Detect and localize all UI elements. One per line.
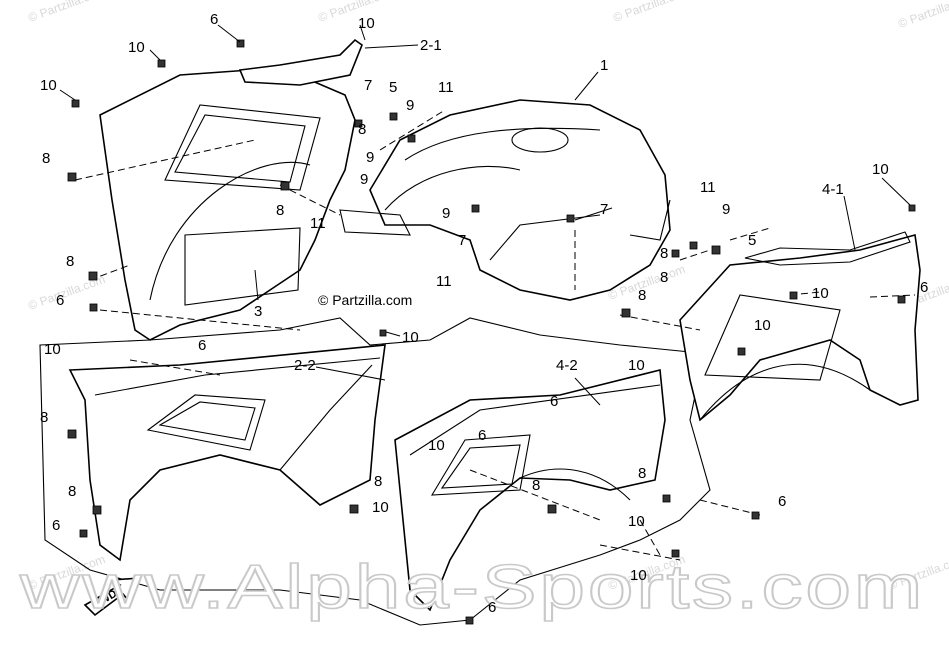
- callout-11: 11: [310, 215, 326, 232]
- callout-8: 8: [374, 473, 382, 490]
- callout-6: 6: [488, 599, 496, 616]
- callout-8: 8: [276, 202, 284, 219]
- callout-8: 8: [68, 483, 76, 500]
- assembly-dashed-lines: [74, 109, 916, 561]
- callout-2-1: 2-1: [420, 37, 442, 54]
- callout-6: 6: [478, 427, 486, 444]
- callout-8: 8: [660, 245, 668, 262]
- callout-8: 8: [532, 477, 540, 494]
- callout-6: 6: [52, 517, 60, 534]
- callout-10: 10: [872, 161, 889, 178]
- part-4-1-right-front-fender: [679, 231, 921, 422]
- callout-1: 1: [600, 57, 608, 74]
- callout-7: 7: [458, 232, 466, 249]
- callout-11: 11: [436, 273, 452, 290]
- callout-10: 10: [754, 317, 771, 334]
- part-1-center-cover: [339, 99, 671, 301]
- callout-11: 11: [700, 179, 716, 196]
- callout-7: 7: [364, 77, 372, 94]
- callout-6: 6: [778, 493, 786, 510]
- callout-8: 8: [358, 121, 366, 138]
- watermark-tile: © Partzilla.com: [316, 0, 397, 25]
- callout-labels: 6 10 2-1 10 10 1 7 5 11 9 8 9 9 8 8 11 3…: [40, 11, 928, 616]
- hardware-fasteners: [67, 39, 916, 625]
- callout-10: 10: [812, 285, 829, 302]
- part-2-2-left-footwell: [68, 344, 386, 562]
- callout-6: 6: [198, 337, 206, 354]
- callout-8: 8: [660, 269, 668, 286]
- callout-9: 9: [366, 149, 374, 166]
- callout-8: 8: [638, 465, 646, 482]
- callout-5: 5: [748, 232, 756, 249]
- callout-10: 10: [128, 39, 145, 56]
- callout-3: 3: [254, 303, 262, 320]
- footer-watermark: www.Alpha-Sports.com: [19, 553, 925, 622]
- watermark-tile: © Partzilla.com: [26, 0, 107, 25]
- callout-10: 10: [628, 513, 645, 530]
- callout-10: 10: [630, 567, 647, 584]
- callout-7: 7: [600, 201, 608, 218]
- callout-9: 9: [406, 97, 414, 114]
- callout-6: 6: [56, 292, 64, 309]
- callout-2-2: 2-2: [294, 357, 316, 374]
- part-2-1-left-front-fender: [99, 38, 363, 341]
- callout-4-2: 4-2: [556, 357, 578, 374]
- part-4-2-right-footwell: [394, 368, 666, 612]
- callout-5: 5: [389, 79, 397, 96]
- callout-6: 6: [550, 393, 558, 410]
- callout-8: 8: [40, 409, 48, 426]
- callout-4-1: 4-1: [822, 181, 844, 198]
- callout-6: 6: [920, 279, 928, 296]
- callout-10: 10: [44, 341, 61, 358]
- callout-10: 10: [372, 499, 389, 516]
- callout-10: 10: [628, 357, 645, 374]
- callout-10: 10: [358, 15, 375, 32]
- watermark-tile: © Partzilla.com: [896, 0, 949, 31]
- callout-8: 8: [66, 253, 74, 270]
- callout-9: 9: [360, 171, 368, 188]
- callout-11: 11: [438, 79, 454, 96]
- callout-10: 10: [402, 329, 419, 346]
- callout-6: 6: [210, 11, 218, 28]
- lower-body-outline: [39, 317, 711, 626]
- callout-8: 8: [638, 287, 646, 304]
- callout-8: 8: [42, 150, 50, 167]
- callout-9: 9: [442, 205, 450, 222]
- leader-lines: [59, 24, 911, 406]
- center-watermark: © Partzilla.com: [318, 292, 412, 308]
- callout-9: 9: [722, 201, 730, 218]
- callout-10: 10: [428, 437, 445, 454]
- watermark-tile: © Partzilla.com: [611, 0, 692, 25]
- callout-10: 10: [40, 77, 57, 94]
